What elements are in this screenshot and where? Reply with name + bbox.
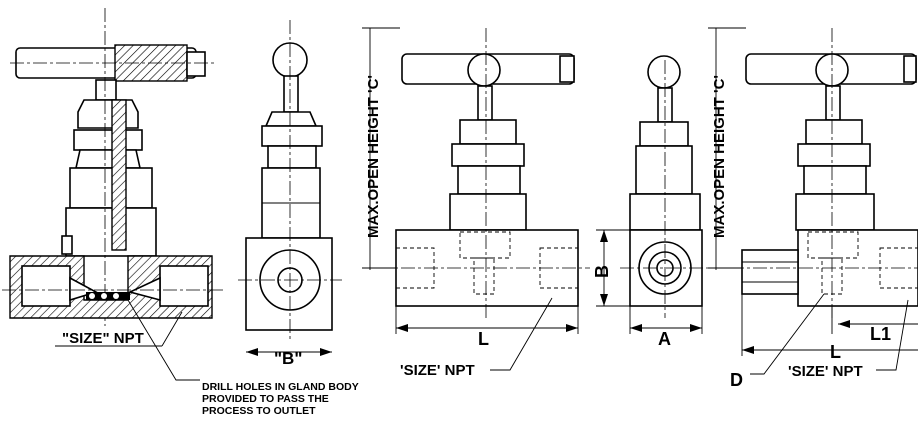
sectional-view: "SIZE" NPT DRILL HOLES IN GLAND BODY PRO… [2, 8, 359, 417]
dim-d-label: D [730, 370, 743, 390]
dim-b-label: B [592, 265, 612, 278]
dim-l-label-straight: L [478, 329, 489, 349]
max-open-height-label: MAX.OPEN HEIGHT 'C' [365, 75, 382, 238]
straight-front-view: MAX.OPEN HEIGHT 'C' L 'SIZE' NPT [362, 27, 590, 379]
max-open-height-label-2: MAX.OPEN HEIGHT 'C' [711, 75, 728, 238]
side-view: "B" [238, 20, 342, 368]
drill-holes-note-line3: PROCESS TO OUTLET [202, 405, 316, 417]
drill-holes-note-line1: DRILL HOLES IN GLAND BODY [202, 381, 359, 393]
end-view: B A [592, 55, 712, 349]
drill-holes-note-line2: PROVIDED TO PASS THE [202, 393, 329, 405]
dim-l-label-male: L [830, 342, 841, 362]
dim-l1-label: L1 [870, 324, 891, 344]
dim-a-label: A [658, 329, 671, 349]
size-npt-label-straight: 'SIZE' NPT [400, 362, 475, 379]
dim-b-quoted-label: "B" [274, 349, 302, 368]
size-npt-label: "SIZE" NPT [62, 330, 144, 347]
male-inlet-front-view: MAX.OPEN HEIGHT 'C' L1 L D 'SIZE' NPT [708, 27, 918, 390]
size-npt-label-male: 'SIZE' NPT [788, 363, 863, 380]
